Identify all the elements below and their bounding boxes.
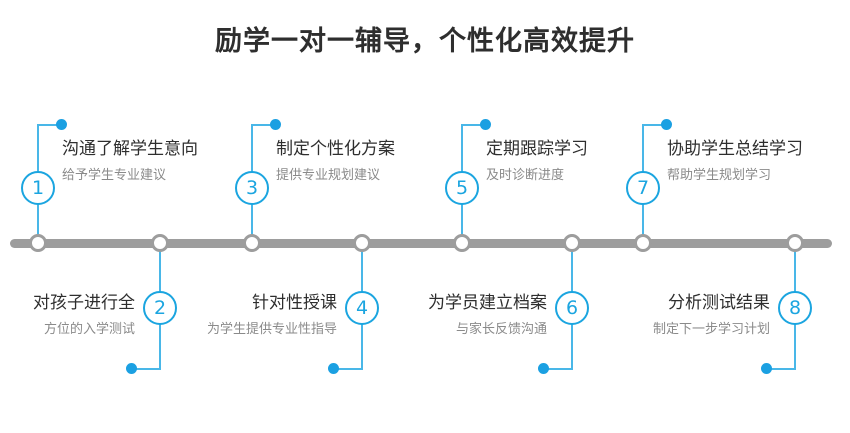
step-circle-2[interactable]: 2 — [143, 291, 177, 325]
step-circle-8[interactable]: 8 — [778, 291, 812, 325]
connector-dot-4 — [328, 363, 339, 374]
step-text-4: 针对性授课 为学生提供专业性指导 — [137, 291, 337, 341]
step-circle-1[interactable]: 1 — [21, 171, 55, 205]
step-title-8: 分析测试结果 — [668, 293, 770, 313]
step-subtitle-1: 给予学生专业建议 — [62, 168, 167, 183]
timeline-node-4[interactable] — [353, 234, 371, 252]
connector-horizontal-8 — [768, 368, 796, 370]
step-circle-6[interactable]: 6 — [555, 291, 589, 325]
connector-horizontal-1 — [37, 124, 61, 126]
timeline-node-5[interactable] — [453, 234, 471, 252]
timeline-node-6[interactable] — [563, 234, 581, 252]
connector-horizontal-6 — [545, 368, 573, 370]
connector-dot-7 — [661, 119, 672, 130]
step-title-6: 为学员建立档案 — [428, 293, 547, 313]
connector-dot-6 — [538, 363, 549, 374]
step-title-2: 对孩子进行全 — [33, 293, 135, 313]
timeline-node-8[interactable] — [786, 234, 804, 252]
connector-dot-8 — [761, 363, 772, 374]
timeline-node-7[interactable] — [634, 234, 652, 252]
step-text-6: 为学员建立档案 与家长反馈沟通 — [347, 291, 547, 341]
page-title: 励学一对一辅导，个性化高效提升 — [215, 26, 635, 57]
step-subtitle-5: 及时诊断进度 — [486, 168, 565, 183]
step-text-8: 分析测试结果 制定下一步学习计划 — [570, 291, 770, 341]
step-text-2: 对孩子进行全 方位的入学测试 — [0, 291, 135, 341]
step-circle-4[interactable]: 4 — [345, 291, 379, 325]
step-subtitle-6: 与家长反馈沟通 — [455, 322, 547, 337]
step-circle-5[interactable]: 5 — [445, 171, 479, 205]
step-title-4: 针对性授课 — [252, 293, 337, 313]
step-text-1: 沟通了解学生意向 给予学生专业建议 — [62, 137, 262, 187]
step-subtitle-3: 提供专业规划建议 — [276, 168, 381, 183]
connector-horizontal-2 — [133, 368, 161, 370]
timeline-node-1[interactable] — [29, 234, 47, 252]
timeline-bar — [10, 239, 832, 248]
step-text-3: 制定个性化方案 提供专业规划建议 — [276, 137, 476, 187]
connector-dot-1 — [56, 119, 67, 130]
timeline-node-2[interactable] — [151, 234, 169, 252]
step-title-5: 定期跟踪学习 — [486, 139, 588, 159]
step-circle-7[interactable]: 7 — [626, 171, 660, 205]
connector-dot-2 — [126, 363, 137, 374]
step-subtitle-4: 为学生提供专业性指导 — [206, 322, 337, 337]
step-subtitle-2: 方位的入学测试 — [43, 322, 135, 337]
connector-horizontal-4 — [335, 368, 363, 370]
step-subtitle-8: 制定下一步学习计划 — [652, 322, 770, 337]
connector-dot-5 — [480, 119, 491, 130]
step-subtitle-7: 帮助学生规划学习 — [667, 168, 772, 183]
step-title-7: 协助学生总结学习 — [667, 139, 803, 159]
timeline-node-3[interactable] — [243, 234, 261, 252]
step-title-3: 制定个性化方案 — [276, 139, 395, 159]
step-circle-3[interactable]: 3 — [235, 171, 269, 205]
step-title-1: 沟通了解学生意向 — [62, 139, 198, 159]
connector-horizontal-7 — [642, 124, 666, 126]
connector-horizontal-5 — [461, 124, 485, 126]
connector-horizontal-3 — [251, 124, 275, 126]
connector-dot-3 — [270, 119, 281, 130]
step-text-7: 协助学生总结学习 帮助学生规划学习 — [667, 137, 850, 187]
step-text-5: 定期跟踪学习 及时诊断进度 — [486, 137, 686, 187]
